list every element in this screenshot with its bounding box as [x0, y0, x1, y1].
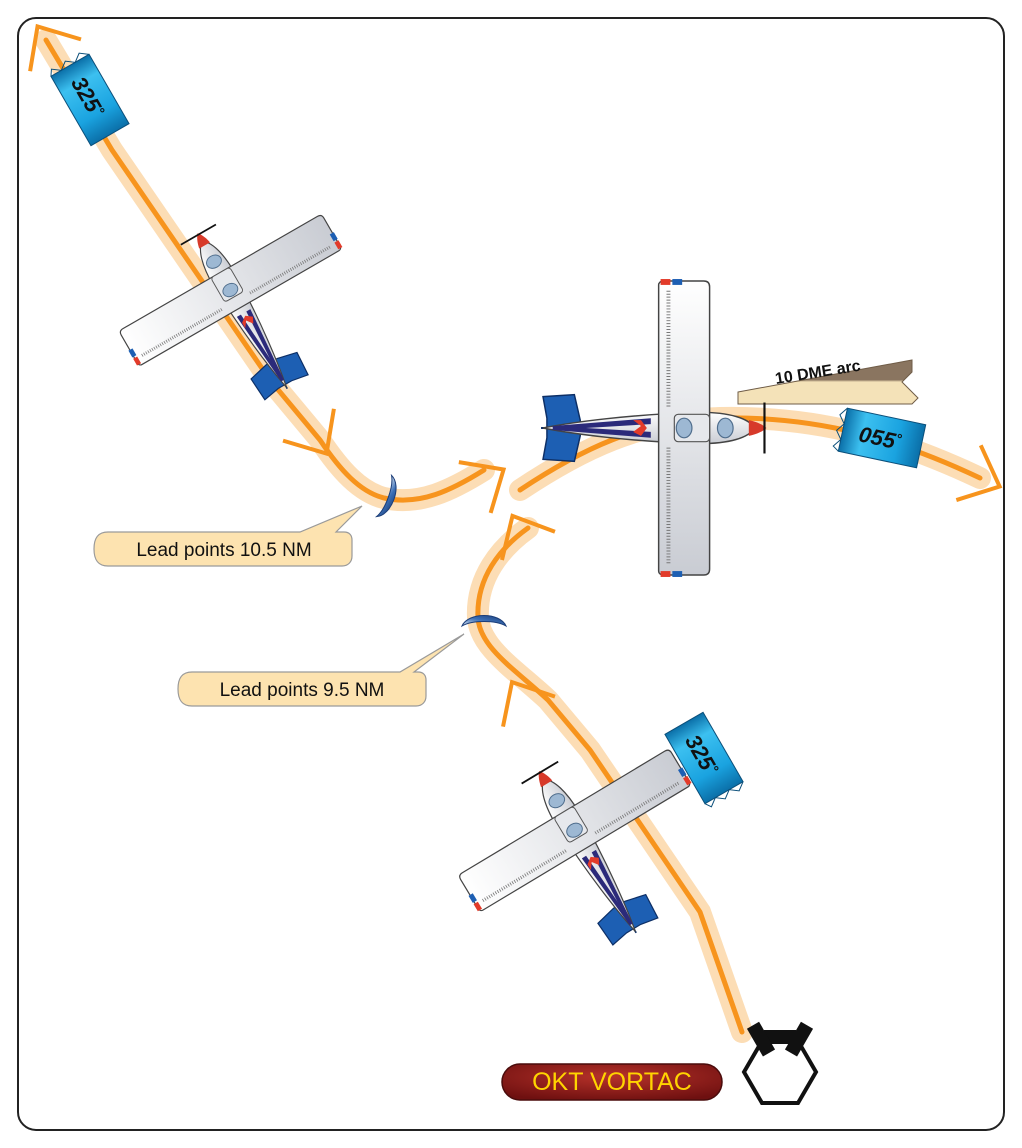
lead-point-marker-9-5 — [460, 615, 508, 628]
lead-point-marker-icon — [374, 473, 397, 518]
heading-tag-inbound-leg: 325° — [664, 711, 744, 808]
vortac-icon — [741, 1021, 819, 1105]
heading-tag-first-leg: 325° — [50, 52, 130, 147]
station-badge: OKT VORTAC — [501, 1063, 723, 1101]
callout-lead-points-9-5: Lead points 9.5 NM — [177, 633, 465, 707]
lead-point-label: Lead points 10.5 NM — [136, 540, 311, 561]
degree-symbol: ° — [894, 430, 903, 447]
lead-point-marker-icon — [460, 615, 508, 628]
lead-point-marker-10-5 — [374, 473, 397, 518]
station-label: OKT VORTAC — [532, 1068, 692, 1096]
lead-point-label: Lead points 9.5 NM — [220, 680, 385, 701]
diagram-frame — [17, 17, 1005, 1131]
heading-tag-final-leg: 055° — [832, 407, 927, 469]
callout-lead-points-10-5: Lead points 10.5 NM — [93, 505, 363, 567]
